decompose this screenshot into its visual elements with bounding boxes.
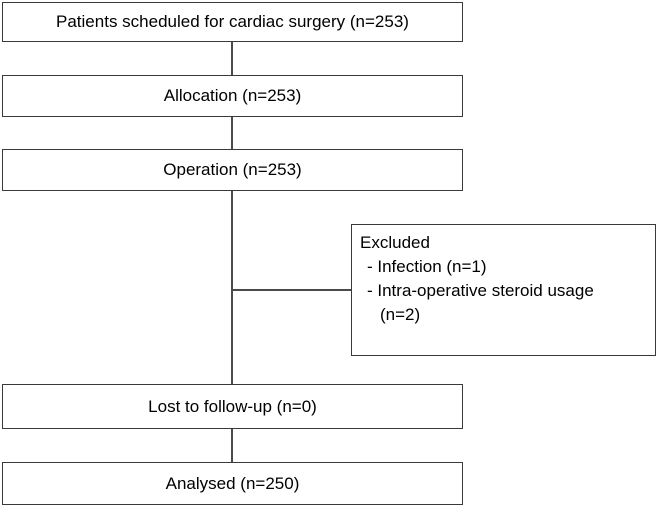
- lost-to-followup-box: Lost to follow-up (n=0): [2, 384, 463, 429]
- analysed-box: Analysed (n=250): [2, 462, 463, 505]
- allocation-box: Allocation (n=253): [2, 75, 463, 117]
- excluded-title: Excluded: [360, 233, 430, 252]
- patients-scheduled-box: Patients scheduled for cardiac surgery (…: [2, 2, 463, 42]
- excluded-item-infection: - Infection (n=1): [367, 257, 487, 277]
- excluded-item-steroid-count: (n=2): [380, 305, 421, 325]
- excluded-item-steroid: - Intra-operative steroid usage: [367, 281, 594, 301]
- connector-operation-to-excluded: [231, 289, 352, 291]
- patients-scheduled-label: Patients scheduled for cardiac surgery (…: [56, 12, 409, 32]
- connector-allocation-to-operation: [231, 117, 233, 150]
- analysed-label: Analysed (n=250): [165, 473, 300, 493]
- allocation-label: Allocation (n=253): [163, 86, 302, 106]
- operation-box: Operation (n=253): [2, 149, 463, 191]
- connector-operation-to-lost-to-followup: [231, 191, 233, 385]
- operation-label: Operation (n=253): [163, 160, 302, 180]
- excluded-box: Excluded - Infection (n=1) - Intra-opera…: [351, 224, 656, 356]
- connector-enrollment-to-allocation: [231, 42, 233, 76]
- lost-to-followup-label: Lost to follow-up (n=0): [148, 396, 317, 416]
- connector-lost-to-followup-to-analysed: [231, 429, 233, 463]
